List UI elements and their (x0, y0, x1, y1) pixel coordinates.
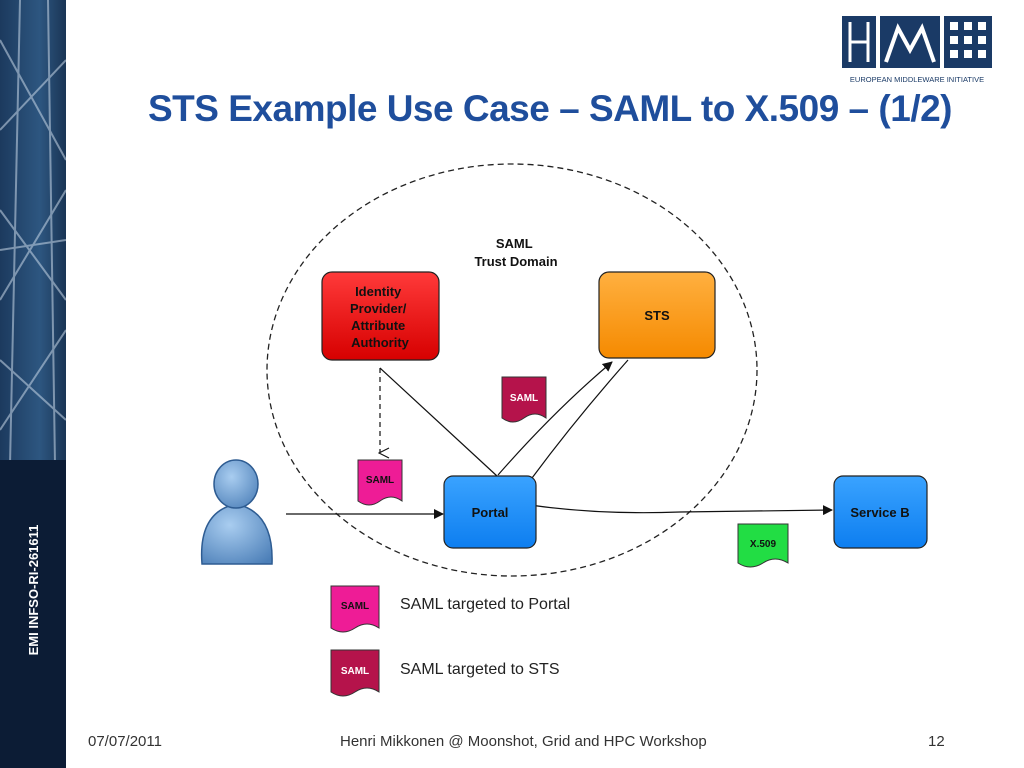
saml-sts-token: SAML (501, 376, 547, 423)
sts-node: STS (598, 271, 716, 359)
legend-token-saml-sts: SAML (341, 666, 369, 677)
sidebar (0, 0, 66, 768)
trust-domain-label-line1: SAML (496, 236, 533, 251)
svg-text:Identity Provider/: Identity Provider/ Attribute Authority (350, 284, 410, 350)
saml-portal-token-label: SAML (366, 475, 394, 486)
saml-sts-token-label: SAML (510, 393, 538, 404)
x509-token: X.509 (737, 523, 789, 568)
legend-item-saml-sts: SAML SAML targeted to STS (330, 649, 559, 697)
trust-domain-label: SAML Trust Domain (474, 236, 557, 269)
legend: SAML SAML targeted to Portal SAML SAML t… (330, 585, 570, 697)
legend-item-saml-portal: SAML SAML targeted to Portal (330, 585, 570, 633)
legend-text-saml-sts: SAML targeted to STS (400, 661, 559, 678)
portal-node: Portal (443, 475, 537, 549)
x509-token-label: X.509 (750, 539, 777, 550)
footer-date: 07/07/2011 (88, 733, 162, 750)
slide-title: STS Example Use Case – SAML to X.509 – (… (148, 88, 953, 129)
portal-to-serviceb-arrow (529, 504, 833, 516)
legend-token-saml-portal: SAML (341, 601, 369, 612)
portal-to-sts-arrow (497, 361, 613, 476)
trust-domain-label-line2: Trust Domain (474, 254, 557, 269)
footer-page-number: 12 (928, 733, 945, 750)
emi-logo: EUROPEAN MIDDLEWARE INITIATIVE (840, 14, 995, 86)
service-b-node: Service B (833, 475, 928, 549)
idp-label-line1: Identity (355, 284, 402, 299)
sidebar-graphic (0, 0, 66, 768)
portal-label: Portal (472, 505, 509, 520)
idp-node: Identity Provider/ Attribute Authority (321, 271, 440, 361)
legend-text-saml-portal: SAML targeted to Portal (400, 596, 570, 613)
idp-label-line2: Provider/ (350, 301, 407, 316)
user-icon (200, 459, 273, 565)
logo-text: EUROPEAN MIDDLEWARE INITIATIVE (850, 75, 984, 84)
footer-author: Henri Mikkonen @ Moonshot, Grid and HPC … (340, 733, 707, 750)
sts-label: STS (644, 308, 670, 323)
idp-portal-line (379, 367, 498, 477)
saml-portal-token: SAML (357, 459, 403, 506)
service-b-label: Service B (850, 505, 909, 520)
trust-domain-boundary (266, 163, 758, 577)
idp-label-line3: Attribute (351, 318, 405, 333)
idp-label-line4: Authority (351, 335, 410, 350)
